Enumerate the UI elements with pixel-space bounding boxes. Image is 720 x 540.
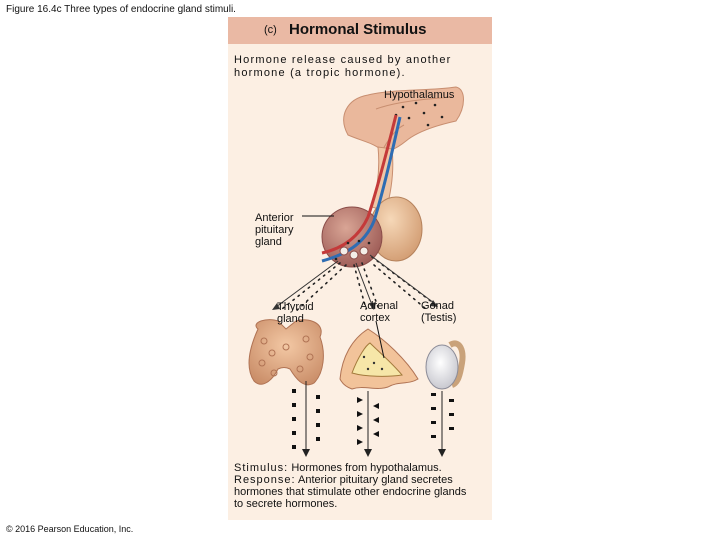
target-arrows bbox=[272, 254, 438, 310]
label-gonad: Gonad (Testis) bbox=[421, 300, 456, 324]
secretory-cells bbox=[334, 239, 371, 261]
label-thyroid-line-1: Thyroid bbox=[277, 301, 314, 313]
hypothalamus-shape bbox=[343, 86, 464, 152]
gonad-output-stream bbox=[431, 391, 454, 457]
testis-shape bbox=[425, 340, 466, 390]
figure-caption: Figure 16.4c Three types of endocrine gl… bbox=[6, 4, 236, 15]
response-text-2: hormones that stimulate other endocrine … bbox=[234, 486, 467, 498]
label-hypothalamus: Hypothalamus bbox=[384, 89, 455, 101]
label-anterior-pituitary: Anterior pituitary gland bbox=[255, 212, 294, 248]
hormonal-stimulus-panel: (c) Hormonal Stimulus Hormone release ca… bbox=[228, 17, 492, 520]
intro-line-2: hormone (a tropic hormone). bbox=[234, 67, 406, 79]
panel-letter: (c) bbox=[264, 24, 277, 36]
endocrine-illustration bbox=[248, 86, 466, 457]
thyroid-output-stream bbox=[292, 381, 320, 457]
red-blood-vessel bbox=[321, 114, 398, 255]
panel-intro: Hormone release caused by another hormon… bbox=[234, 54, 484, 80]
stimulus-response-summary: Stimulus: Hormones from hypothalamus. Re… bbox=[234, 462, 490, 510]
label-anterior-line-1: Anterior bbox=[255, 212, 294, 224]
panel-header: (c) Hormonal Stimulus bbox=[228, 17, 492, 44]
stimulus-key: Stimulus: bbox=[234, 462, 289, 474]
stimulus-text: Hormones from hypothalamus. bbox=[291, 462, 442, 474]
response-line: Response: Anterior pituitary gland secre… bbox=[234, 474, 490, 486]
label-thyroid-gland: Thyroid gland bbox=[277, 301, 314, 325]
label-anterior-line-3: gland bbox=[255, 236, 282, 248]
adrenal-leader bbox=[375, 320, 385, 359]
label-adrenal-line-2: cortex bbox=[360, 312, 390, 324]
thyroid-gland-shape bbox=[248, 319, 324, 386]
stimulus-line: Stimulus: Hormones from hypothalamus. bbox=[234, 462, 490, 474]
label-thyroid-line-2: gland bbox=[277, 313, 304, 325]
response-key: Response: bbox=[234, 474, 296, 486]
label-gonad-line-1: Gonad bbox=[421, 300, 455, 312]
copyright: © 2016 Pearson Education, Inc. bbox=[6, 524, 134, 534]
neurosecretion-dots-hypothalamus bbox=[394, 101, 444, 127]
adrenal-gland-shape bbox=[339, 328, 419, 390]
panel-title: Hormonal Stimulus bbox=[289, 21, 427, 38]
label-adrenal-line-1: Adrenal bbox=[360, 300, 398, 312]
label-anterior-line-2: pituitary bbox=[255, 224, 294, 236]
intro-line-1: Hormone release caused by another bbox=[234, 54, 452, 66]
response-text-1: Anterior pituitary gland secretes bbox=[298, 474, 453, 486]
response-text-3: to secrete hormones. bbox=[234, 498, 338, 510]
label-gonad-line-2: (Testis) bbox=[421, 312, 457, 324]
adrenal-output-stream bbox=[357, 391, 379, 457]
label-adrenal-cortex: Adrenal cortex bbox=[360, 300, 398, 324]
